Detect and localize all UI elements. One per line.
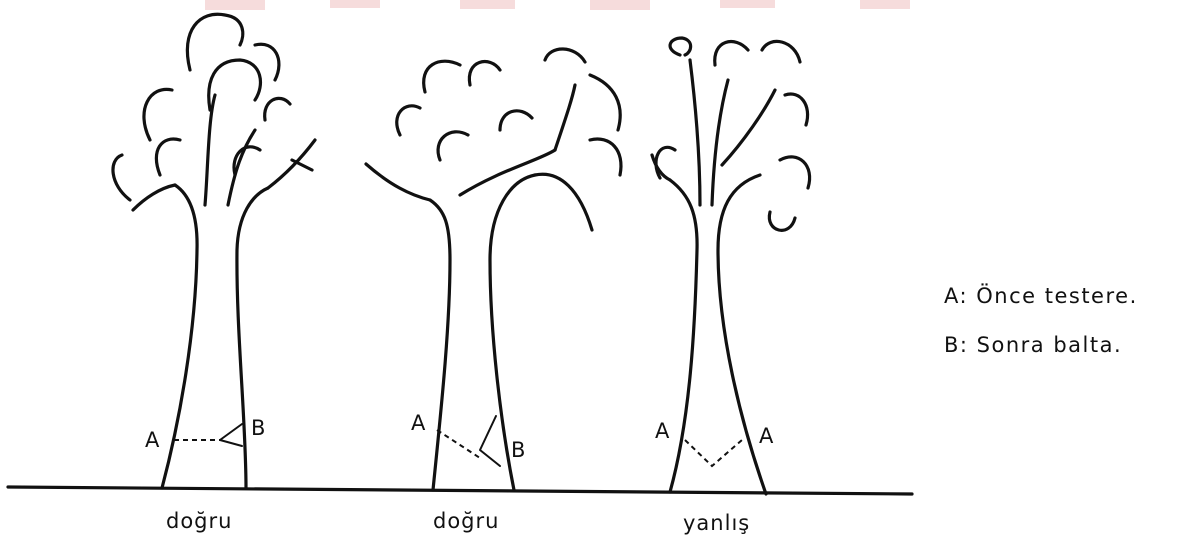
tree-1-label-right: B: [251, 416, 265, 440]
tree-3-canopy: [769, 212, 795, 230]
tree-3-v-cut: [685, 440, 742, 466]
tree-1-caption: doğru: [166, 509, 232, 533]
tree-2-canopy: [545, 49, 585, 62]
tree-2-canopy: [397, 106, 420, 135]
ground-line: [8, 487, 912, 494]
tree-1-canopy: [113, 155, 130, 200]
tree-2-branch: [366, 164, 430, 200]
legend: A: Önce testere. B: Sonra balta.: [944, 283, 1138, 357]
tree-3-canopy: [780, 157, 810, 188]
tree-2-saw-cut: [437, 430, 480, 458]
tree-2-canopy: [590, 75, 620, 130]
tree-1-canopy: [265, 98, 290, 120]
tree-2-notch: [480, 416, 500, 466]
tree-2-trunk-left: [430, 200, 450, 490]
tree-1-notch: [220, 424, 242, 446]
tree-3: A A yanlış: [652, 38, 810, 535]
tree-1-branch: [228, 130, 255, 205]
tree-1-trunk-left: [162, 185, 197, 488]
tree-3-caption: yanlış: [683, 511, 750, 535]
tree-2: A B doğru: [366, 49, 621, 533]
tree-3-canopy: [762, 41, 800, 62]
tree-1-label-left: A: [145, 428, 160, 452]
tree-3-branch: [712, 80, 728, 205]
tree-3-branch: [690, 60, 700, 205]
tree-2-canopy: [438, 132, 468, 160]
watermark-strip: [205, 0, 910, 10]
legend-item-b: B: Sonra balta.: [944, 333, 1122, 357]
tree-3-trunk-left: [670, 180, 697, 492]
tree-3-canopy: [656, 147, 675, 178]
tree-1-canopy: [144, 89, 172, 140]
tree-1: A B doğru: [113, 14, 315, 533]
tree-3-label-left: A: [655, 419, 670, 443]
legend-item-a: A: Önce testere.: [944, 283, 1138, 308]
tree-2-label-right: B: [511, 438, 525, 462]
tree-1-branch: [133, 185, 175, 210]
tree-1-branch: [268, 140, 315, 188]
tree-1-canopy: [156, 139, 180, 175]
tree-1-trunk-right: [237, 188, 268, 488]
tree-2-branch: [555, 85, 575, 150]
tree-3-canopy: [715, 42, 748, 65]
tree-2-canopy: [469, 62, 500, 85]
tree-1-canopy: [209, 60, 261, 110]
tree-3-branch: [722, 90, 775, 165]
tree-3-label-right: A: [759, 424, 774, 448]
tree-2-caption: doğru: [433, 509, 499, 533]
tree-2-branch: [460, 150, 555, 195]
tree-2-canopy: [590, 139, 621, 175]
tree-3-canopy: [785, 94, 808, 125]
tree-2-branch: [535, 174, 592, 230]
tree-2-canopy: [424, 61, 460, 92]
tree-3-canopy: [670, 38, 691, 55]
tree-2-canopy: [500, 111, 532, 130]
tree-2-label-left: A: [411, 411, 426, 435]
